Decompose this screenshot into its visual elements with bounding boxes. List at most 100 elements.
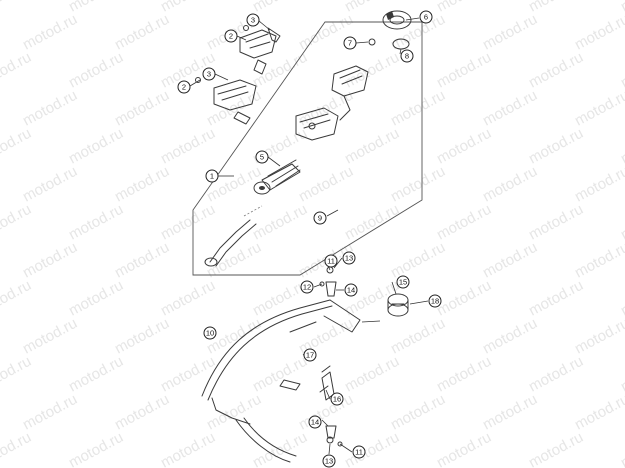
svg-text:10: 10: [206, 329, 214, 338]
watermark-text: motod.ru: [434, 429, 494, 468]
watermark-text: motod.ru: [526, 49, 586, 92]
leader-lines: [189, 17, 429, 455]
watermark-text: motod.ru: [0, 429, 34, 468]
watermark-text: motod.ru: [342, 125, 402, 168]
watermark-text: motod.ru: [0, 0, 34, 16]
callout-12: 12: [300, 280, 314, 294]
watermark-text: motod.ru: [158, 201, 218, 244]
watermark-text: motod.ru: [526, 0, 586, 16]
svg-text:2: 2: [229, 32, 233, 41]
watermark-text: motod.ru: [66, 49, 126, 92]
watermark-text: motod.ru: [342, 201, 402, 244]
watermark-text: motod.ru: [204, 163, 264, 206]
watermark-text: motod.ru: [342, 429, 402, 468]
svg-text:16: 16: [333, 395, 341, 404]
svg-text:6: 6: [424, 13, 428, 22]
svg-text:13: 13: [325, 457, 333, 466]
callout-3b: 3: [202, 67, 216, 81]
svg-text:8: 8: [405, 52, 409, 61]
watermark-text: motod.ru: [20, 239, 80, 282]
watermark-text: motod.ru: [434, 353, 494, 396]
svg-text:17: 17: [306, 351, 314, 360]
watermark-text: motod.ru: [20, 11, 80, 54]
watermark-text: motod.ru: [112, 87, 172, 130]
watermark-text: motod.ru: [388, 315, 448, 358]
end-cap: [382, 10, 412, 30]
watermark-text: motod.ru: [0, 201, 34, 244]
callout-11b: 11: [352, 445, 366, 459]
watermark-text: motod.ru: [434, 49, 494, 92]
callout-16: 16: [330, 392, 344, 406]
watermark-text: motod.ru: [572, 163, 625, 206]
watermark-text: motod.ru: [112, 11, 172, 54]
watermark-text: motod.ru: [434, 201, 494, 244]
watermark-text: motod.ru: [250, 0, 310, 16]
watermark-text: motod.ru: [480, 239, 540, 282]
watermark-text: motod.ru: [112, 391, 172, 434]
washer-left: [243, 25, 249, 31]
callout-2a: 2: [224, 29, 238, 43]
callout-15: 15: [396, 275, 410, 289]
callout-3a: 3: [246, 13, 260, 27]
watermark-text: motod.ru: [388, 11, 448, 54]
svg-text:5: 5: [260, 153, 264, 162]
silencer-insert: [253, 159, 301, 195]
watermark-text: motod.ru: [0, 353, 34, 396]
callout-13a: 13: [342, 251, 356, 265]
callout-13b: 13: [322, 454, 336, 468]
watermark-text: motod.ru: [526, 429, 586, 468]
svg-text:15: 15: [399, 278, 407, 287]
callout-14b: 14: [308, 415, 322, 429]
watermark-text: motod.ru: [20, 315, 80, 358]
watermark-text: motod.ru: [618, 429, 625, 468]
watermark-text: motod.ru: [342, 353, 402, 396]
watermark-text: motod.ru: [0, 49, 34, 92]
callout-8: 8: [400, 49, 414, 63]
watermark-text: motod.ru: [480, 391, 540, 434]
watermark-text: motod.ru: [572, 391, 625, 434]
watermark-text: motod.ru: [434, 0, 494, 16]
watermark-text: motod.ru: [572, 11, 625, 54]
watermark-text: motod.ru: [572, 239, 625, 282]
watermark-text: motod.ru: [20, 163, 80, 206]
watermark-text: motod.ru: [112, 163, 172, 206]
watermark-text: motod.ru: [112, 315, 172, 358]
watermark-text: motod.ru: [388, 163, 448, 206]
svg-text:11: 11: [327, 257, 335, 266]
callout-7: 7: [343, 36, 357, 50]
callout-1: 1: [205, 169, 219, 183]
watermark-text: motod.ru: [388, 391, 448, 434]
svg-text:18: 18: [431, 297, 439, 306]
watermark-text: motod.ru: [158, 353, 218, 396]
watermark-text: motod.ru: [480, 163, 540, 206]
watermark-text: motod.ru: [480, 11, 540, 54]
watermark-text: motod.ru: [572, 315, 625, 358]
watermark-text: motod.ru: [388, 239, 448, 282]
watermark-text: motod.ru: [618, 0, 625, 16]
svg-text:9: 9: [318, 214, 322, 223]
watermark-text: motod.ru: [296, 163, 356, 206]
svg-text:11: 11: [355, 448, 363, 457]
watermark-text: motod.ru: [20, 391, 80, 434]
pipe-clamp: [387, 293, 409, 317]
svg-text:1: 1: [210, 172, 214, 181]
watermark-text: motod.ru: [526, 125, 586, 168]
watermark-text: motod.ru: [250, 49, 310, 92]
watermark-text: motod.ru: [250, 353, 310, 396]
watermark-text: motod.ru: [66, 125, 126, 168]
washer-left-lower: [195, 77, 201, 83]
watermark-text: motod.ru: [480, 87, 540, 130]
callout-11a: 11: [324, 254, 338, 268]
watermark-text: motod.ru: [0, 277, 34, 320]
watermark-text: motod.ru: [342, 49, 402, 92]
watermark-text: motod.ru: [572, 87, 625, 130]
svg-text:7: 7: [348, 39, 352, 48]
callout-17: 17: [303, 348, 317, 362]
watermark-text: motod.ru: [66, 353, 126, 396]
svg-text:14: 14: [311, 418, 319, 427]
gasket-ring: [368, 38, 376, 46]
watermark-text: motod.ru: [434, 277, 494, 320]
watermark-text: motod.ru: [66, 0, 126, 16]
watermark-text: motod.ru: [388, 87, 448, 130]
